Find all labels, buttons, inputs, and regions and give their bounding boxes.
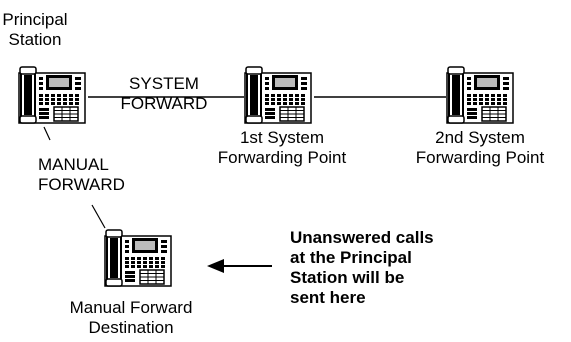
principal-station-phone-icon bbox=[18, 66, 86, 124]
manual-forward-line-lower bbox=[91, 204, 106, 229]
manual-forward-line-upper bbox=[43, 126, 51, 141]
second-forwarding-point-label: 2nd System Forwarding Point bbox=[415, 128, 545, 167]
principal-station-label: Principal Station bbox=[2, 10, 68, 49]
second-forwarding-point-phone-icon bbox=[446, 66, 514, 124]
manual-destination-label: Manual Forward Destination bbox=[69, 298, 193, 337]
system-forward-label: SYSTEM FORWARD bbox=[120, 74, 208, 113]
manual-forward-label: MANUAL FORWARD bbox=[38, 155, 125, 194]
unanswered-calls-note: Unanswered calls at the Principal Statio… bbox=[290, 228, 434, 307]
first-forwarding-point-label: 1st System Forwarding Point bbox=[217, 128, 347, 167]
manual-destination-phone-icon bbox=[104, 229, 172, 287]
first-forwarding-point-phone-icon bbox=[244, 66, 312, 124]
arrow-head-icon bbox=[207, 259, 224, 273]
